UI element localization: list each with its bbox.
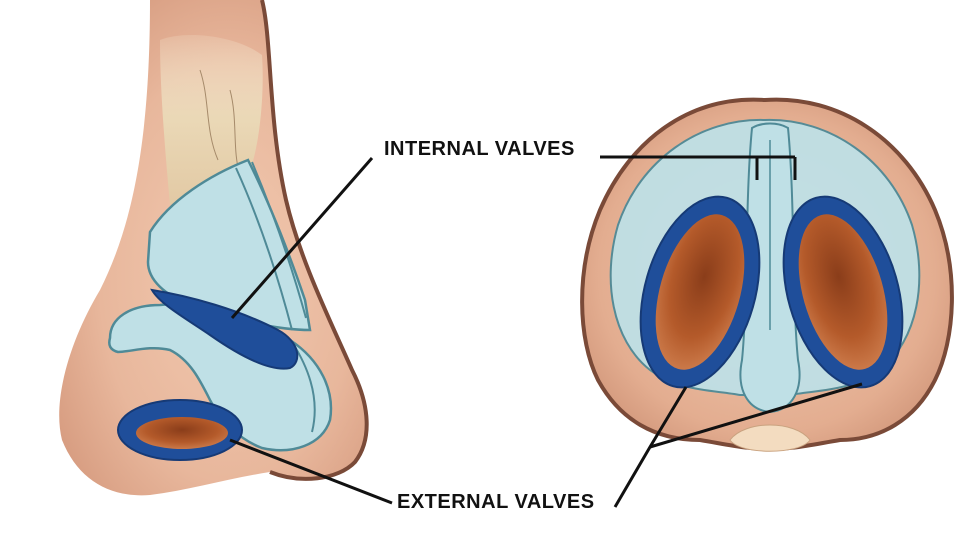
cartilage-edge-line xyxy=(235,161,307,331)
leader-internal-side xyxy=(230,157,374,319)
side-view-profile-outline xyxy=(260,0,369,481)
nostril-cavity-left xyxy=(655,214,745,370)
nostril-cavity-right xyxy=(798,214,888,370)
nostril-cavity-side xyxy=(136,417,228,449)
leader-external-side xyxy=(229,438,393,505)
external-valves-label: EXTERNAL VALVES xyxy=(397,491,595,513)
internal-valves-label: INTERNAL VALVES xyxy=(384,138,575,160)
philtrum xyxy=(729,424,811,452)
leader-lines xyxy=(229,155,863,508)
internal-valve-side xyxy=(150,288,299,370)
base-view-nose xyxy=(580,97,954,452)
leader-external-base-right xyxy=(649,382,863,449)
side-view-nose xyxy=(59,0,369,496)
